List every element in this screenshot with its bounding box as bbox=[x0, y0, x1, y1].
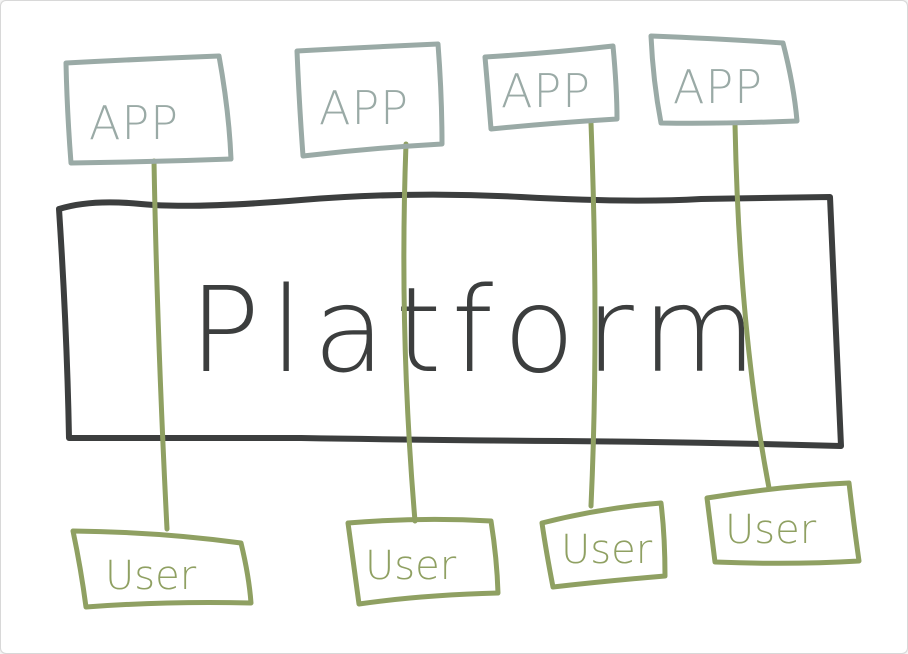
user-box bbox=[70, 528, 254, 610]
user-box bbox=[704, 480, 862, 566]
user-label: User bbox=[105, 553, 197, 599]
user-label: User bbox=[561, 527, 653, 573]
platform-label: Platform bbox=[189, 261, 767, 399]
app-label: APP bbox=[89, 96, 179, 150]
connector-2 bbox=[401, 141, 418, 524]
user-node-1: User bbox=[70, 528, 254, 610]
user-node-3: User bbox=[539, 500, 668, 590]
user-label: User bbox=[725, 507, 817, 553]
platform-node: Platform bbox=[56, 191, 844, 449]
platform-box bbox=[56, 191, 844, 449]
connector-3 bbox=[588, 120, 598, 509]
app-box bbox=[648, 33, 800, 126]
user-node-2: User bbox=[345, 516, 501, 607]
app-label: APP bbox=[319, 81, 409, 135]
app-box bbox=[63, 53, 234, 166]
user-label: User bbox=[365, 543, 457, 589]
app-node-4: APP bbox=[648, 33, 800, 126]
app-box bbox=[482, 43, 620, 132]
app-node-3: APP bbox=[482, 43, 620, 132]
app-node-1: APP bbox=[63, 53, 234, 166]
app-label: APP bbox=[501, 64, 591, 118]
app-node-2: APP bbox=[294, 41, 445, 159]
app-label: APP bbox=[673, 60, 763, 114]
connector-1 bbox=[151, 158, 170, 532]
app-box bbox=[294, 41, 445, 159]
user-box bbox=[345, 516, 501, 607]
user-box bbox=[539, 500, 668, 590]
user-node-4: User bbox=[704, 480, 862, 566]
connectors bbox=[151, 120, 772, 532]
connector-4 bbox=[732, 120, 772, 491]
